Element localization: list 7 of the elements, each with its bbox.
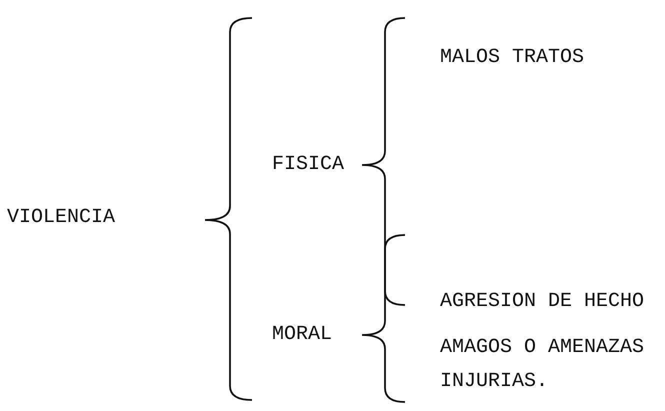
category-label: INJURIAS. (440, 372, 548, 392)
category-label: VIOLENCIA (7, 208, 116, 228)
category-label: MORAL (272, 325, 332, 345)
category-label: AGRESION DE HECHO (440, 292, 644, 312)
category-label: AMAGOS O AMENAZAS (440, 338, 644, 358)
category-label: FISICA (272, 155, 344, 175)
category-label: MALOS TRATOS (440, 48, 584, 68)
